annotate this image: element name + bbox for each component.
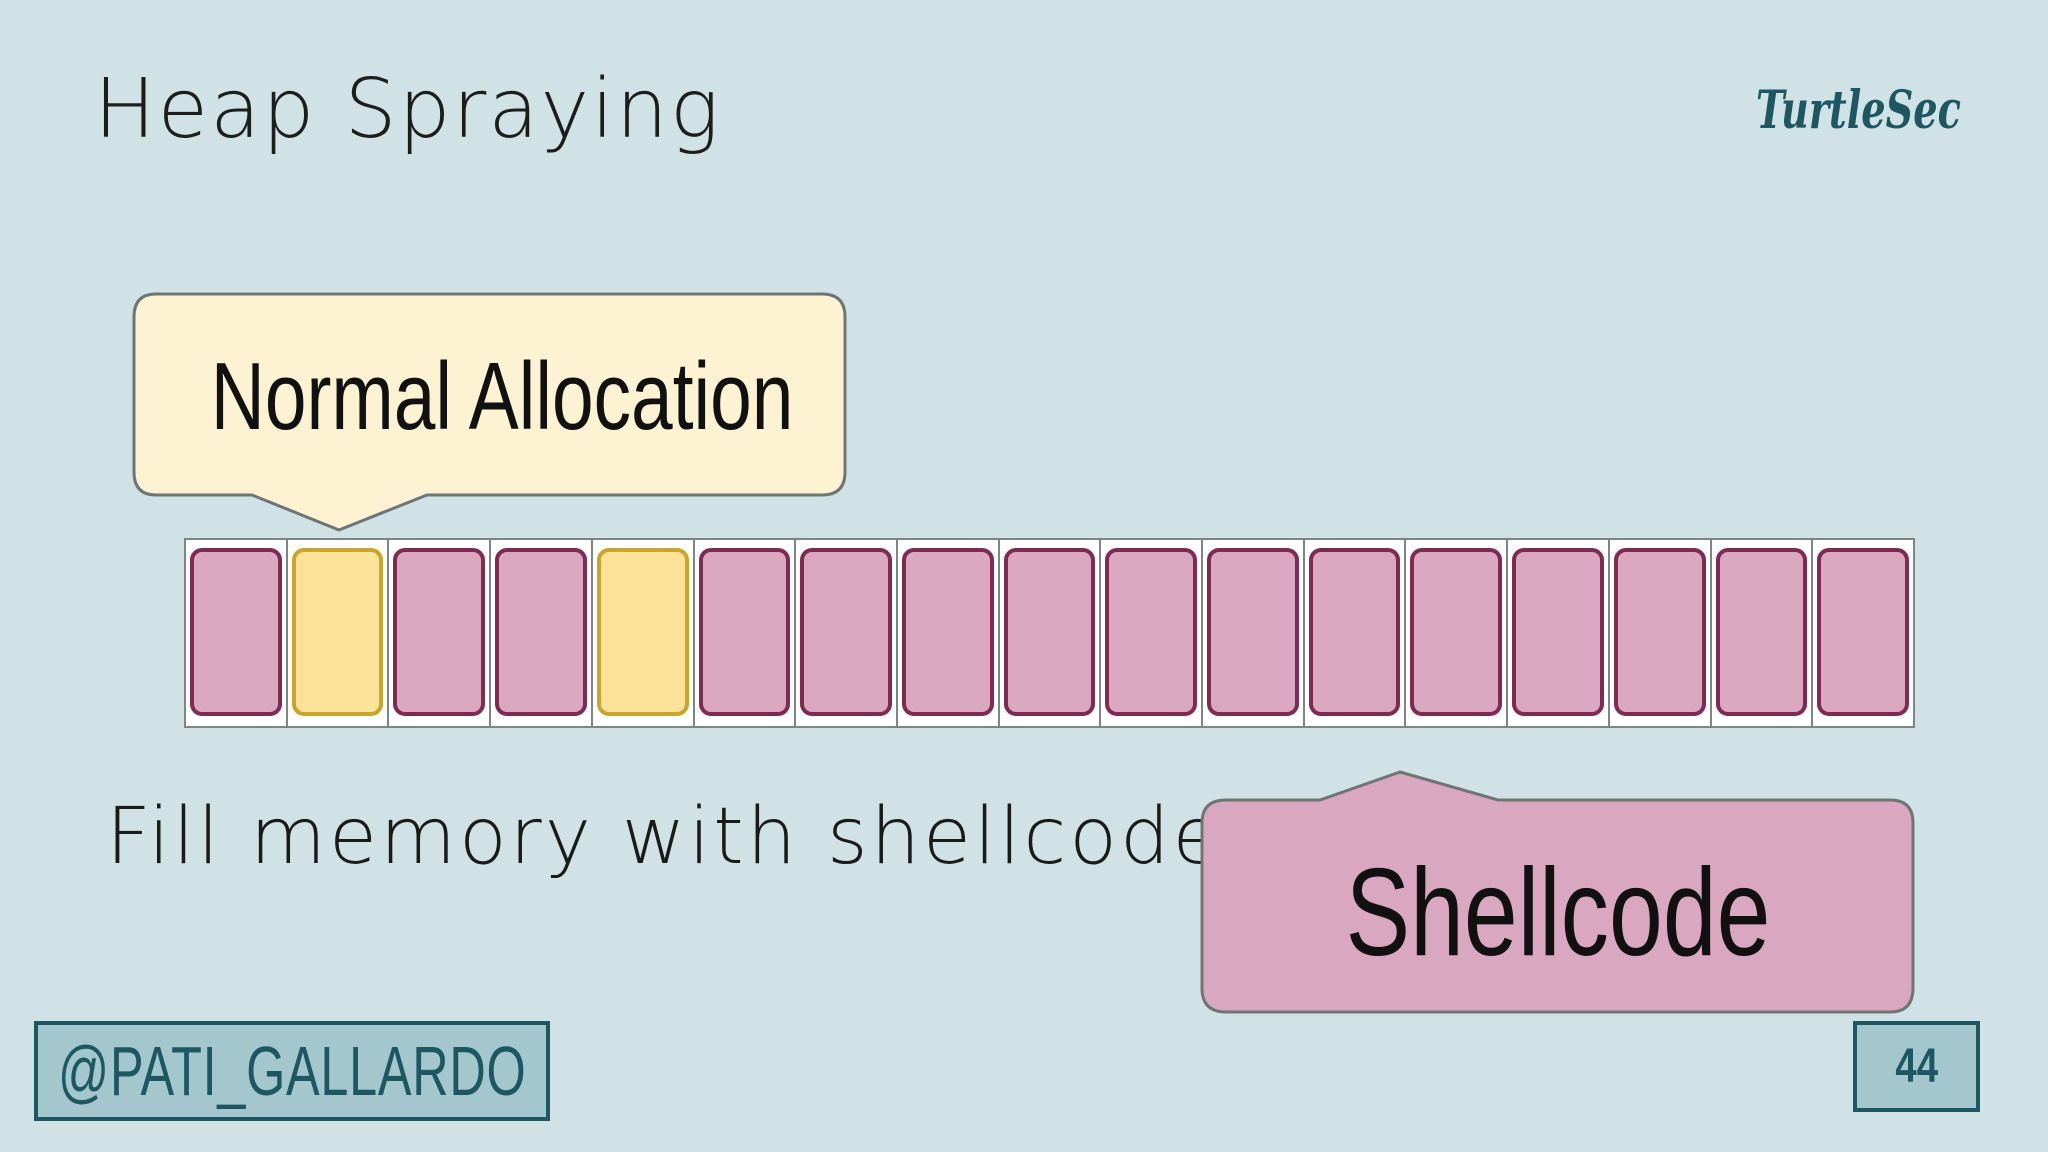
normal-allocation-callout: Normal Allocation [132,292,848,536]
slide-title: Heap Spraying [94,62,722,157]
shellcode-block [800,548,892,716]
page-number: 44 [1853,1021,1980,1112]
memory-strip [184,538,1915,728]
shellcode-block [1410,548,1503,716]
shellcode-block [1817,548,1909,716]
memory-cell [999,540,1102,726]
shellcode-block [495,548,587,716]
shellcode-label: Shellcode [1345,844,1771,982]
memory-cell [1406,540,1509,726]
shellcode-block [1105,548,1198,716]
shellcode-block [1308,548,1401,716]
shellcode-block [190,548,282,716]
shellcode-block [1003,548,1096,716]
memory-cell [389,540,492,726]
slide-subtitle: Fill memory with shellcode [106,792,1224,882]
memory-cell [1304,540,1407,726]
memory-cell [287,540,390,726]
memory-cell [1609,540,1712,726]
normal-allocation-block [291,548,384,716]
brand-logo: TurtleSec [1752,74,1968,154]
normal-allocation-label: Normal Allocation [210,343,794,450]
memory-cell [491,540,593,726]
memory-cell [1508,540,1610,726]
memory-cell [897,540,1000,726]
twitter-handle: @PATI_GALLARDO [34,1021,550,1121]
memory-cell [1813,540,1913,726]
shellcode-block [901,548,994,716]
shellcode-callout: Shellcode [1200,770,1916,1015]
shellcode-block [1207,548,1299,716]
memory-cell [592,540,695,726]
shellcode-block [698,548,791,716]
shellcode-block [393,548,486,716]
memory-cell [796,540,898,726]
memory-cell [186,540,288,726]
memory-cell [1203,540,1305,726]
memory-cell [694,540,797,726]
brand-logo-text: TurtleSec [1756,80,1961,141]
page-number-text: 44 [1895,1040,1938,1093]
shellcode-block [1715,548,1808,716]
memory-cell [1711,540,1814,726]
normal-allocation-block [596,548,689,716]
memory-cell [1101,540,1204,726]
twitter-handle-text: @PATI_GALLARDO [57,1032,527,1110]
shellcode-block [1613,548,1706,716]
shellcode-block [1512,548,1604,716]
